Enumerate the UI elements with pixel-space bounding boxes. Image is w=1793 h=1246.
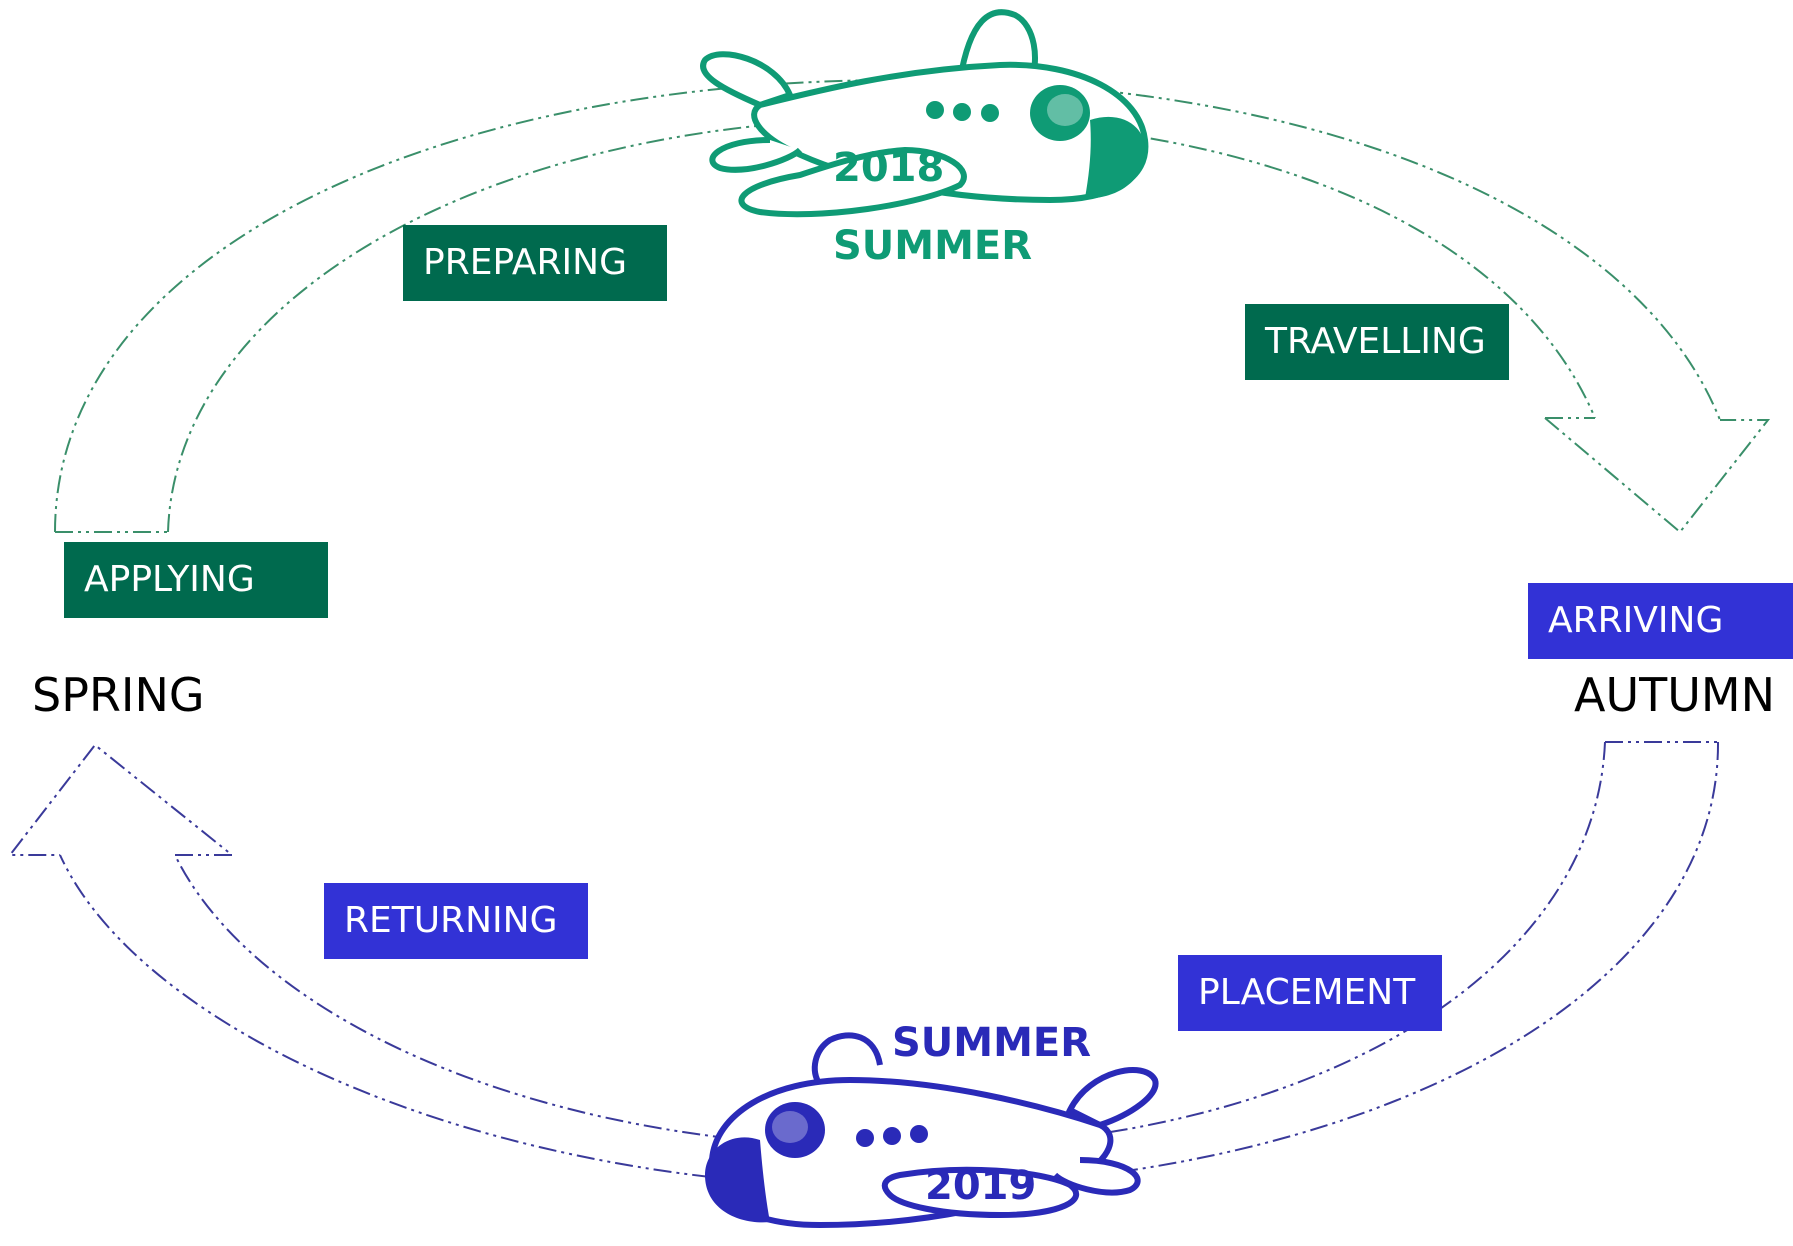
airplane-icon — [700, 9, 1149, 218]
stage-applying: APPLYING — [64, 542, 328, 618]
stage-arriving: ARRIVING — [1528, 583, 1793, 659]
bottom-plane-season: SUMMER — [892, 1020, 1092, 1066]
stage-preparing: PREPARING — [403, 225, 667, 301]
top-plane-year: 2018 — [833, 145, 945, 191]
season-autumn: AUTUMN — [1574, 668, 1776, 722]
top-plane-season: SUMMER — [833, 223, 1033, 269]
season-spring: SPRING — [32, 668, 205, 722]
bottom-plane-year: 2019 — [925, 1163, 1037, 1209]
stage-placement: PLACEMENT — [1178, 955, 1442, 1031]
stage-travelling: TRAVELLING — [1245, 304, 1509, 380]
airplane-icon — [705, 1032, 1159, 1229]
stage-returning: RETURNING — [324, 883, 588, 959]
